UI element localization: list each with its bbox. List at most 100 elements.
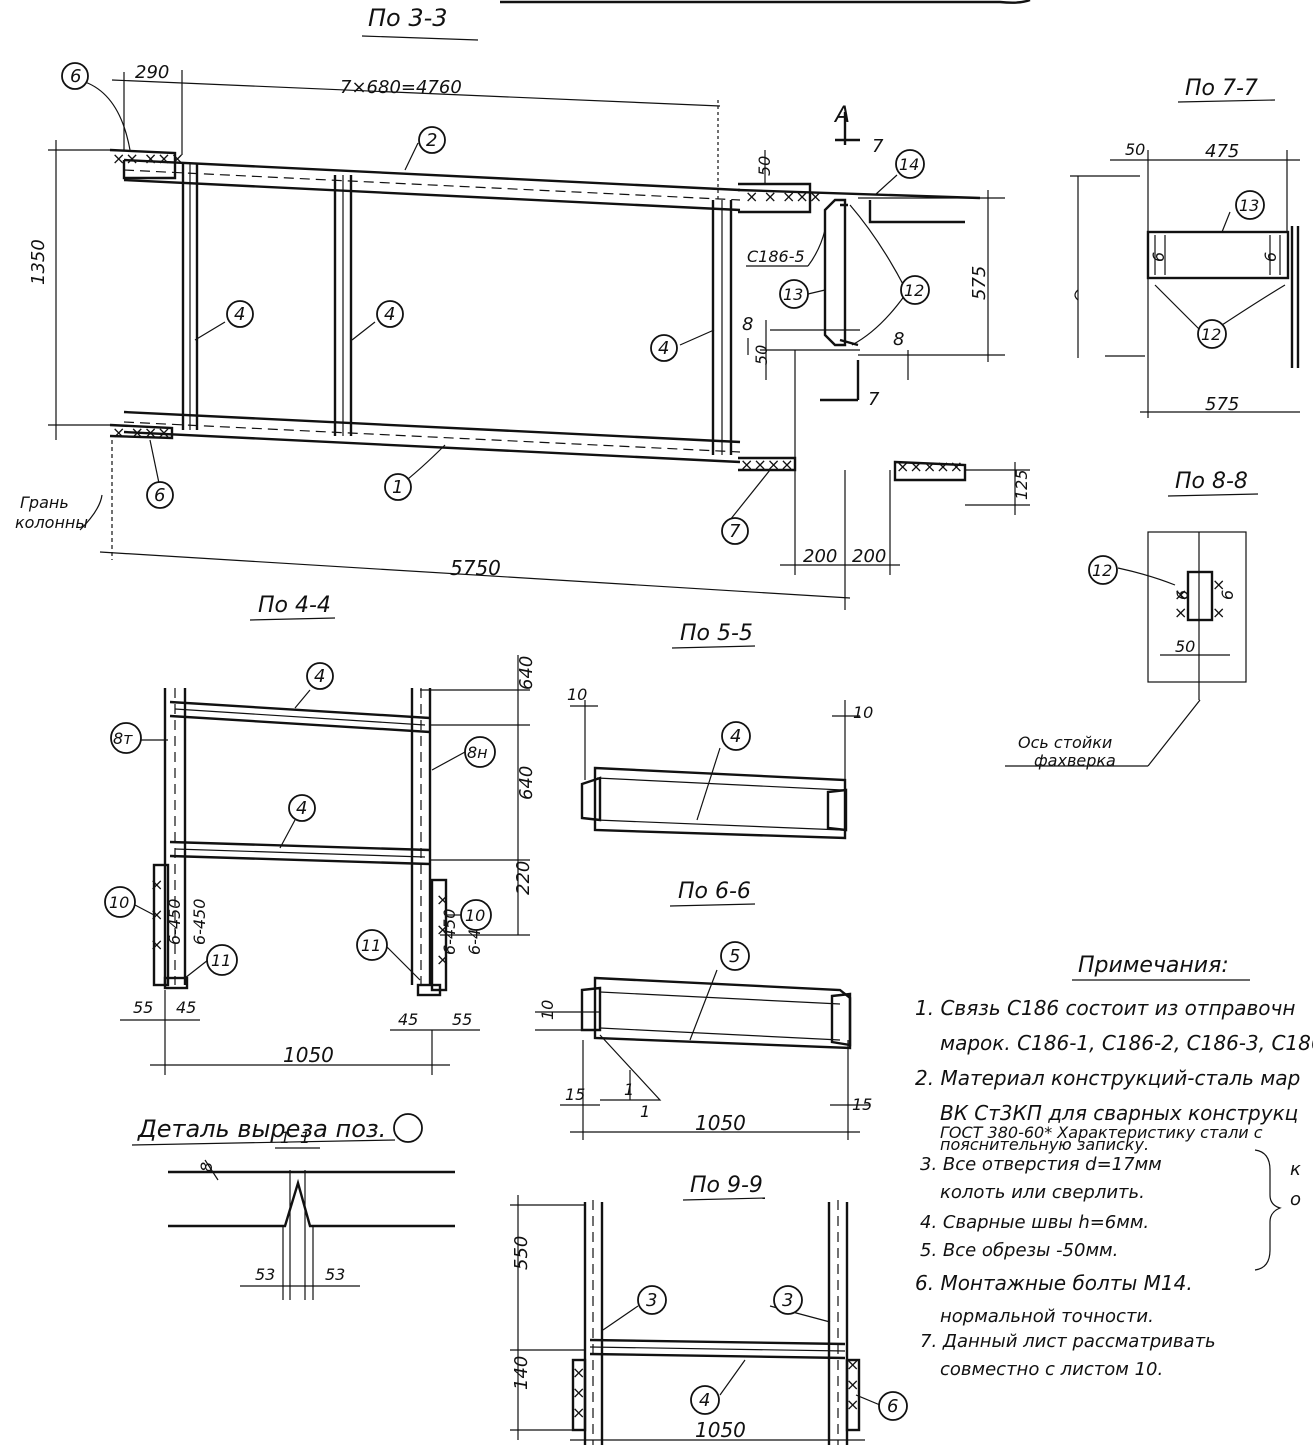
svg-text:15: 15: [852, 1095, 872, 1114]
svg-text:С186-5: С186-5: [747, 247, 805, 266]
mark-12: 12: [900, 275, 930, 305]
notes-title: Примечания:: [1078, 953, 1229, 978]
svg-text:50: 50: [1175, 637, 1195, 656]
gusset-6-bottom: [109, 423, 174, 440]
svg-text:290: 290: [135, 62, 169, 83]
mark-10-right: 10: [460, 899, 492, 931]
svg-text:По 4-4: По 4-4: [258, 593, 331, 618]
svg-text:Ось стойки: Ось стойки: [1018, 733, 1112, 752]
mark-3-right: 3: [773, 1285, 803, 1315]
svg-text:7. Данный лист рассматривать: 7. Данный лист рассматривать: [920, 1331, 1216, 1352]
mark-10-left: 10: [104, 886, 136, 918]
svg-text:×: ×: [436, 950, 449, 969]
svg-text:×: ×: [846, 1375, 859, 1394]
svg-text:1050: 1050: [695, 1418, 746, 1442]
mark-12-v77: 12: [1197, 319, 1227, 349]
svg-text:4: 4: [314, 666, 325, 687]
mark-4-f: 4: [721, 721, 751, 751]
svg-text:колоть или сверлить.: колоть или сверлить.: [940, 1182, 1145, 1203]
svg-text:6: 6: [1173, 590, 1192, 600]
svg-text:7: 7: [729, 521, 741, 542]
svg-text:575: 575: [969, 266, 990, 300]
svg-text:8н: 8н: [467, 743, 488, 762]
member-14: [737, 188, 981, 200]
mark-3-left: 3: [637, 1285, 667, 1315]
svg-text:10: 10: [109, 893, 129, 912]
mark-8t: 8т: [110, 722, 142, 754]
gusset-right-bottom: [893, 460, 967, 482]
svg-text:×: ×: [1212, 603, 1225, 622]
sheet-border-top: [500, 0, 1031, 4]
view-9-9: По 9-9 × × × × × × 550 140 1050 3 3 4 6: [510, 1173, 908, 1445]
svg-text:×××××: ×××××: [896, 457, 963, 476]
svg-text:6: 6: [1261, 252, 1280, 262]
svg-text:По 6-6: По 6-6: [678, 879, 751, 904]
svg-text:10: 10: [538, 1000, 557, 1020]
gusset-6-top: [109, 148, 177, 180]
top-chord-axis: [123, 169, 741, 201]
svg-text:7×680=4760: 7×680=4760: [340, 77, 462, 98]
mark-4-c: 4: [650, 334, 678, 362]
svg-text:2. Материал конструкций-сталь: 2. Материал конструкций-сталь мар: [915, 1066, 1300, 1090]
svg-text:4: 4: [658, 338, 669, 359]
svg-text:×: ×: [572, 1383, 585, 1402]
svg-text:10: 10: [853, 703, 873, 722]
svg-text:6. Монтажные болты М14.: 6. Монтажные болты М14.: [915, 1271, 1193, 1295]
svg-text:1: 1: [280, 1128, 290, 1147]
mark-13-v77: 13: [1235, 190, 1265, 220]
svg-text:45: 45: [398, 1010, 418, 1029]
svg-text:нормальной точности.: нормальной точности.: [940, 1306, 1154, 1327]
svg-text:5: 5: [729, 946, 740, 967]
view-6-6: По 6-6 5 10 1 1 15 15 1050: [535, 879, 872, 1140]
svg-text:По 7-7: По 7-7: [1185, 76, 1258, 101]
svg-text:6-450: 6-450: [440, 909, 459, 956]
mark-1: 1: [384, 473, 412, 501]
svg-text:×: ×: [1174, 603, 1187, 622]
svg-text:×: ×: [846, 1355, 859, 1374]
svg-text:марок. С186-1, С186-2, С186-3,: марок. С186-1, С186-2, С186-3, С186-4,: [940, 1031, 1313, 1055]
dim-top: [111, 79, 721, 107]
svg-text:×: ×: [572, 1363, 585, 1382]
gusset-right-top: [738, 182, 812, 214]
svg-text:4: 4: [730, 726, 741, 747]
svg-text:6-450: 6-450: [190, 899, 209, 946]
mark-4-d: 4: [306, 662, 334, 690]
mark-12-v88: 12: [1088, 555, 1118, 585]
svg-text:55: 55: [133, 998, 153, 1017]
svg-text:10: 10: [567, 685, 587, 704]
svg-text:50: 50: [755, 156, 774, 176]
bottom-chord-lower: [123, 430, 741, 464]
svg-text:8: 8: [742, 314, 753, 335]
svg-text:1050: 1050: [695, 1111, 746, 1135]
svg-text:2: 2: [426, 130, 437, 151]
svg-text:о: о: [1290, 1189, 1301, 1210]
svg-text:ВК Ст3КП для сварных конструкц: ВК Ст3КП для сварных конструкц: [940, 1101, 1298, 1125]
svg-text:8т: 8т: [113, 729, 133, 748]
svg-text:×: ×: [436, 890, 449, 909]
svg-text:53: 53: [255, 1265, 275, 1284]
svg-text:200: 200: [852, 546, 886, 567]
svg-text:1: 1: [640, 1102, 650, 1121]
svg-text:45: 45: [176, 998, 196, 1017]
svg-text:По 8-8: По 8-8: [1175, 469, 1248, 494]
svg-text:6: 6: [70, 66, 81, 87]
svg-text:13: 13: [1239, 196, 1259, 215]
notes-block: Примечания: 1. Связь С186 состоит из отп…: [915, 953, 1313, 1380]
svg-text:1: 1: [300, 1128, 310, 1147]
svg-text:ГОСТ 380-60* Характеристику ст: ГОСТ 380-60* Характеристику стали с: [940, 1123, 1263, 1142]
top-chord: [123, 158, 741, 192]
svg-text:640: 640: [516, 656, 537, 690]
svg-text:×: ×: [150, 935, 163, 954]
svg-text:575: 575: [1205, 394, 1239, 415]
svg-text:5750: 5750: [450, 556, 501, 580]
svg-text:пояснительную записку.: пояснительную записку.: [940, 1135, 1149, 1154]
svg-text:640: 640: [516, 766, 537, 800]
view-3-3: По 3-3 ×× ××× × ××× × × ×××: [15, 4, 1031, 610]
cutout-detail: Деталь выреза поз. 8 1 1 8 53 53: [131, 1113, 455, 1300]
svg-text:1: 1: [392, 477, 403, 498]
view-4-4: По 4-4 × × × × × × 640 640 220 6-450 6-4…: [104, 593, 537, 1075]
mark-13: 13: [779, 279, 809, 309]
svg-text:4: 4: [384, 304, 395, 325]
mark-2: 2: [418, 126, 446, 154]
svg-text:7: 7: [872, 136, 884, 157]
